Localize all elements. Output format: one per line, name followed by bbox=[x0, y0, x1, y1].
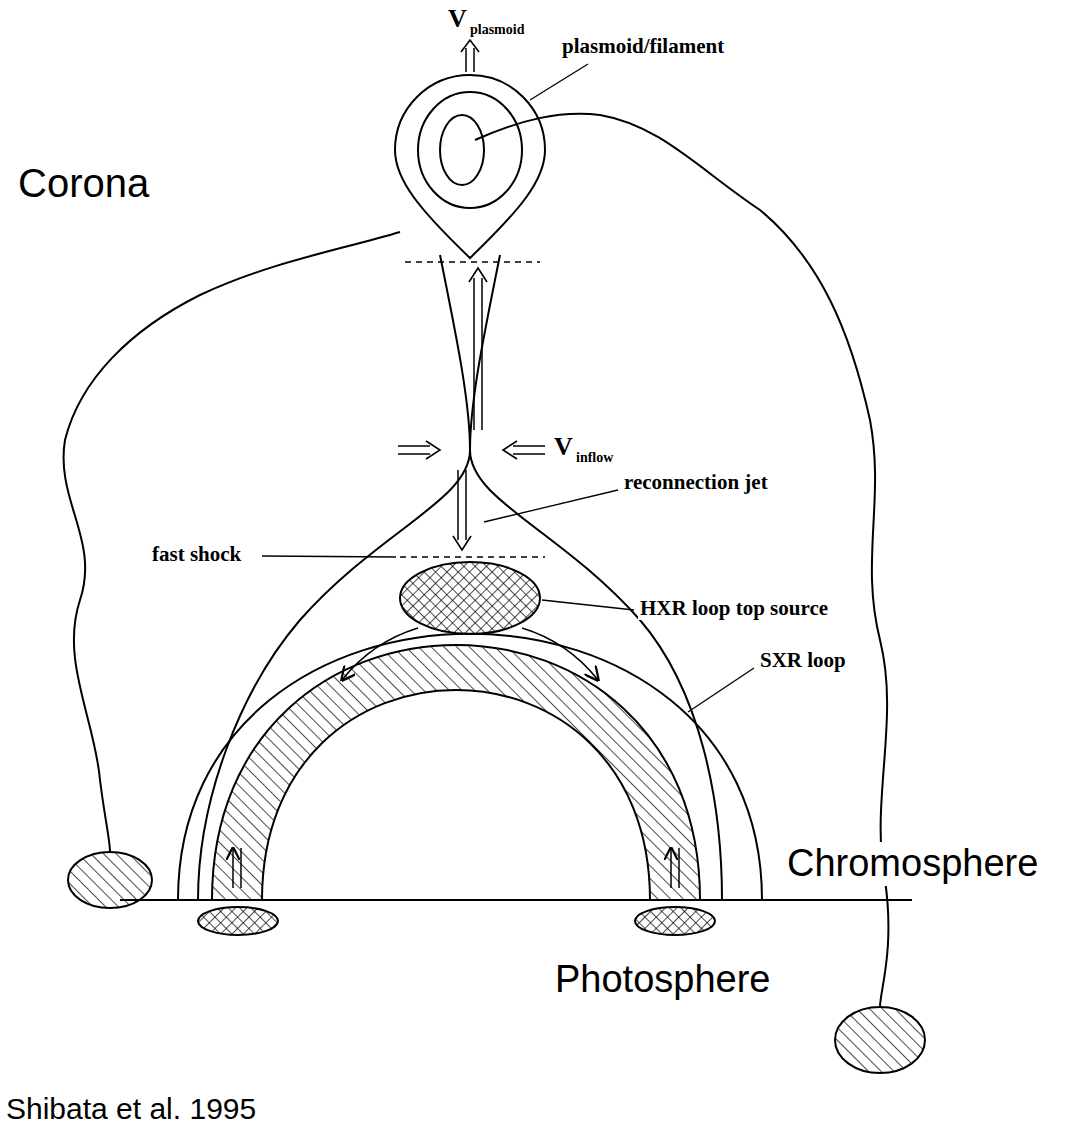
hxr-source bbox=[400, 562, 540, 634]
inflow-arrow bbox=[503, 441, 517, 459]
upflow-arrow bbox=[670, 848, 672, 888]
velocity-arrow bbox=[461, 40, 479, 52]
velocity-subscript: inflow bbox=[574, 450, 615, 466]
fast-shock-line bbox=[400, 556, 545, 557]
plasmoid-ring bbox=[418, 92, 522, 208]
dashed-boundary bbox=[405, 261, 540, 262]
footpoint bbox=[198, 907, 278, 935]
leader-line bbox=[542, 600, 634, 610]
leader-line bbox=[484, 490, 618, 522]
remote-footpoint bbox=[68, 852, 152, 908]
sxr-loop bbox=[212, 645, 700, 900]
wavy-field-line bbox=[64, 232, 400, 852]
region-label: Chromosphere bbox=[785, 842, 1040, 886]
upflow-arrow bbox=[678, 848, 680, 888]
upflow-arrow bbox=[240, 848, 242, 888]
leader-line bbox=[262, 556, 396, 557]
plasmoid-outline bbox=[395, 75, 545, 258]
velocity-symbol: V bbox=[446, 4, 469, 34]
velocity-subscript: plasmoid bbox=[468, 22, 526, 38]
credit-note: Shibata et al. 1995 bbox=[4, 1092, 258, 1127]
part-label: SXR loop bbox=[758, 648, 848, 672]
upflow-arrow bbox=[232, 848, 234, 888]
field-line bbox=[178, 634, 762, 900]
part-label: reconnection jet bbox=[622, 470, 770, 494]
flow-arrow bbox=[342, 628, 418, 680]
leader-line bbox=[688, 668, 754, 712]
footpoint bbox=[635, 907, 715, 935]
part-label: fast shock bbox=[150, 542, 243, 566]
jet-arrow bbox=[469, 268, 487, 282]
region-label: Corona bbox=[16, 160, 151, 206]
jet-arrow bbox=[453, 536, 471, 550]
plasmoid-core bbox=[440, 115, 484, 185]
inflow-arrow bbox=[426, 441, 440, 459]
part-label: HXR loop top source bbox=[638, 596, 830, 620]
part-label: plasmoid/filament bbox=[560, 34, 726, 58]
region-label: Photosphere bbox=[553, 958, 773, 1002]
remote-footpoint bbox=[835, 1007, 925, 1073]
velocity-symbol: V bbox=[552, 432, 575, 462]
leader-line bbox=[530, 64, 588, 100]
flow-arrow bbox=[522, 628, 598, 680]
